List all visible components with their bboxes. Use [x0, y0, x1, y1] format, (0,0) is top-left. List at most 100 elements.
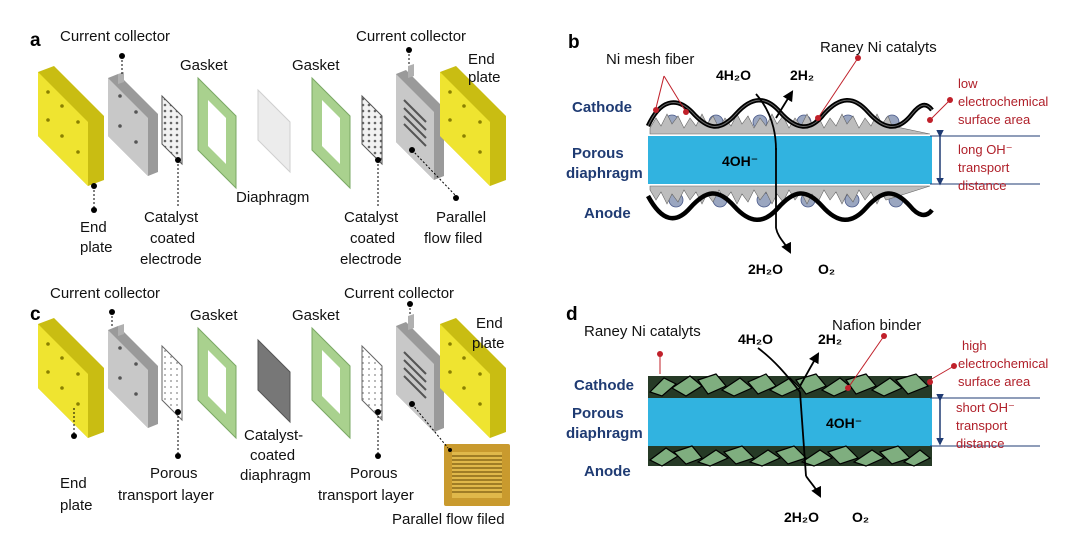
label-transport-d-3: distance	[956, 436, 1004, 451]
diaphragm-a	[257, 88, 291, 174]
current-collector-left	[108, 72, 158, 176]
label-end-plate-right-1: End	[468, 51, 495, 68]
porous-diaphragm-b	[648, 136, 932, 184]
anode-catalyst-layer-d	[648, 445, 932, 467]
label-end-plate-left-c-1: End	[60, 475, 87, 492]
label-anode-d: Anode	[584, 463, 631, 480]
label-2h2-d: 2H₂	[818, 331, 842, 347]
parallel-flow-field-photo	[444, 444, 510, 506]
label-2h2o-d: 2H₂O	[784, 509, 819, 525]
label-current-collector-left: Current collector	[60, 28, 170, 45]
label-parallel-1: Parallel	[436, 209, 486, 226]
label-transport-b-3: distance	[958, 178, 1006, 193]
panel-d-letter: d	[566, 304, 578, 325]
end-plate-right	[440, 66, 506, 186]
catalyst-coated-diaphragm	[257, 338, 291, 424]
label-surface-b-1: low	[958, 76, 978, 91]
label-surface-b-2: electrochemical	[958, 94, 1048, 109]
label-transport-b-2: transport	[958, 160, 1010, 175]
panel-c: c	[30, 285, 510, 528]
label-gasket-left-c: Gasket	[190, 307, 238, 324]
anode-catalyst-b	[649, 185, 931, 205]
current-collector-left-c	[108, 324, 158, 428]
end-plate-left	[38, 66, 104, 186]
label-porous-b-2: diaphragm	[566, 165, 643, 182]
label-catalyst-left-1: Catalyst	[144, 209, 199, 226]
label-catalyst-right-2: coated	[350, 230, 395, 247]
label-ccd-3: diaphragm	[240, 467, 311, 484]
gasket-right	[311, 76, 351, 190]
label-end-plate-left-2: plate	[80, 239, 113, 256]
label-gasket-right-c: Gasket	[292, 307, 340, 324]
label-end-plate-left-1: End	[80, 219, 107, 236]
label-surface-d-2: electrochemical	[958, 356, 1048, 371]
label-raney-b: Raney Ni catalyts	[820, 39, 937, 56]
label-surface-d-1: high	[962, 338, 987, 353]
label-current-collector-right-c: Current collector	[344, 285, 454, 302]
label-o2-b: O₂	[818, 261, 835, 277]
end-plate-right-c	[440, 318, 506, 438]
label-raney-d: Raney Ni catalyts	[584, 323, 701, 340]
label-ni-mesh: Ni mesh fiber	[606, 51, 694, 68]
panel-a: a	[30, 28, 506, 268]
label-catalyst-right-1: Catalyst	[344, 209, 399, 226]
label-o2-d: O₂	[852, 509, 869, 525]
label-surface-d-3: surface area	[958, 374, 1031, 389]
label-end-plate-right-c-1: End	[476, 315, 503, 332]
label-porous-b-1: Porous	[572, 145, 624, 162]
end-plate-left-c	[38, 318, 104, 438]
label-parallel-2: flow filed	[424, 230, 482, 247]
cathode-catalyst-b	[649, 113, 931, 135]
panel-c-letter: c	[30, 304, 41, 325]
label-transport-d-1: short OH⁻	[956, 400, 1015, 415]
catalyst-electrode-right	[361, 94, 383, 166]
label-cathode-d: Cathode	[574, 377, 634, 394]
gasket-right-c	[311, 326, 351, 440]
label-end-plate-right-c-2: plate	[472, 335, 505, 352]
label-porous-d-1: Porous	[572, 405, 624, 422]
label-2h2-b: 2H₂	[790, 67, 814, 83]
label-catalyst-left-3: electrode	[140, 251, 202, 268]
label-current-collector-left-c: Current collector	[50, 285, 160, 302]
label-ptl-right-2: transport layer	[318, 487, 414, 504]
label-2h2o-b: 2H₂O	[748, 261, 783, 277]
label-ccd-2: coated	[250, 447, 295, 464]
label-anode-b: Anode	[584, 205, 631, 222]
label-catalyst-left-2: coated	[150, 230, 195, 247]
porous-diaphragm-d	[648, 398, 932, 446]
catalyst-electrode-left	[161, 94, 183, 166]
label-transport-d-2: transport	[956, 418, 1008, 433]
label-gasket-left: Gasket	[180, 57, 228, 74]
label-porous-d-2: diaphragm	[566, 425, 643, 442]
label-diaphragm: Diaphragm	[236, 189, 309, 206]
label-nafion: Nafion binder	[832, 317, 921, 334]
panel-a-letter: a	[30, 30, 41, 51]
label-4h2o-b: 4H₂O	[716, 67, 751, 83]
panel-b: b Ni mesh fiber Raney Ni c	[566, 32, 1048, 277]
gasket-left-c	[197, 326, 237, 440]
porous-transport-layer-left	[161, 344, 183, 422]
label-oh-b: 4OH⁻	[722, 153, 758, 169]
panel-d: d	[566, 304, 1048, 525]
label-ptl-right-1: Porous	[350, 465, 398, 482]
label-transport-b-1: long OH⁻	[958, 142, 1013, 157]
label-ptl-left-2: transport layer	[118, 487, 214, 504]
label-parallel-c: Parallel flow filed	[392, 511, 505, 528]
label-surface-b-3: surface area	[958, 112, 1031, 127]
anode-mesh-wave	[646, 191, 934, 222]
label-gasket-right: Gasket	[292, 57, 340, 74]
label-end-plate-left-c-2: plate	[60, 497, 93, 514]
current-collector-right-c	[396, 314, 444, 432]
label-catalyst-right-3: electrode	[340, 251, 402, 268]
gasket-left	[197, 76, 237, 190]
label-4h2o-d: 4H₂O	[738, 331, 773, 347]
label-end-plate-right-2: plate	[468, 69, 501, 86]
label-oh-d: 4OH⁻	[826, 415, 862, 431]
label-ccd-1: Catalyst-	[244, 427, 303, 444]
cathode-catalyst-layer-d	[648, 373, 932, 398]
label-cathode-b: Cathode	[572, 99, 632, 116]
label-current-collector-right: Current collector	[356, 28, 466, 45]
current-collector-right	[396, 64, 444, 180]
label-ptl-left-1: Porous	[150, 465, 198, 482]
